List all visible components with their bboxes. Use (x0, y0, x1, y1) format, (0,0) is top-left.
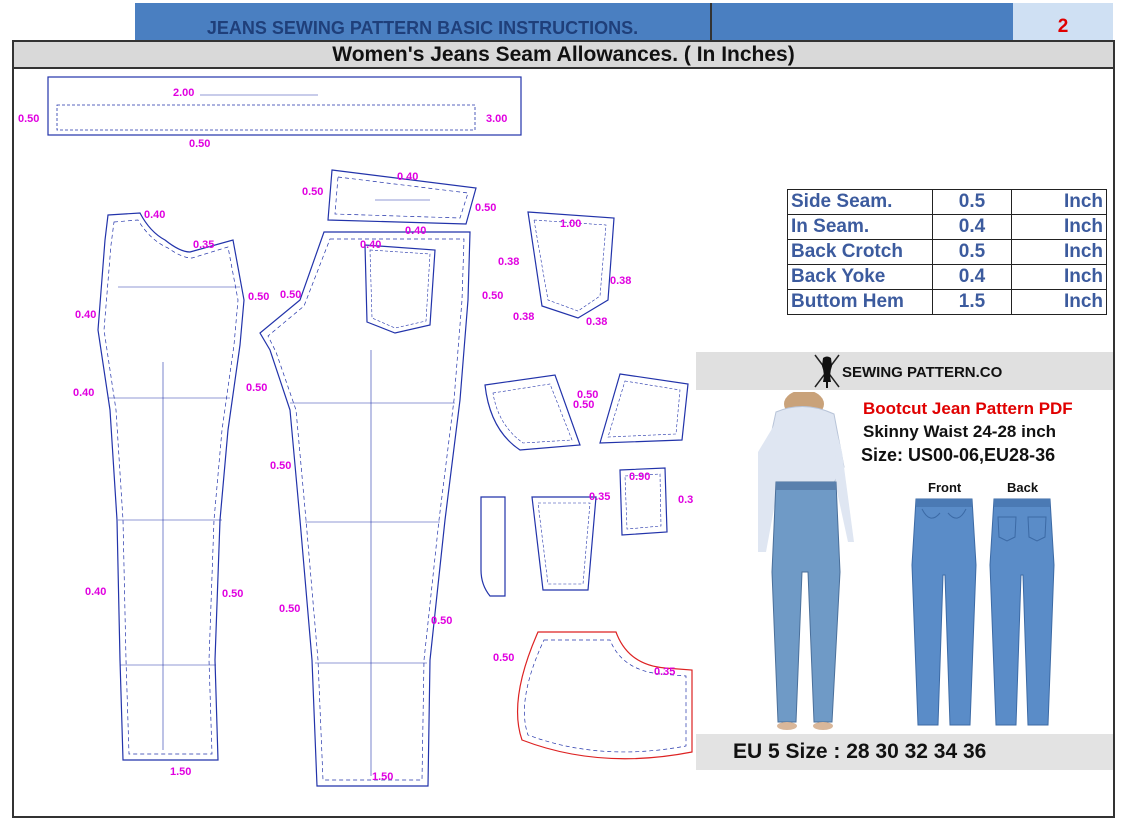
label: 0.50 (189, 138, 210, 150)
label: 0.40 (397, 171, 418, 183)
label: 0.40 (85, 586, 106, 598)
label: 0.35 (589, 491, 610, 503)
label: 2.00 (173, 87, 194, 99)
front-leg-piece (97, 212, 245, 761)
ad-line-size: Size: US00-06,EU28-36 (861, 445, 1056, 465)
label: 0.40 (144, 209, 165, 221)
label: 0.40 (405, 225, 426, 237)
label: 1.50 (372, 771, 393, 783)
header-title: JEANS SEWING PATTERN BASIC INSTRUCTIONS. (135, 3, 710, 40)
waistband-piece (47, 76, 522, 136)
label: 0.50 (280, 289, 301, 301)
pocket-bag-piece (517, 631, 693, 760)
label: 0.50 (482, 290, 503, 302)
label: 0.50 (302, 186, 323, 198)
fly-shield-piece (531, 496, 597, 591)
coin-pocket-piece (619, 467, 668, 536)
label: 0.38 (586, 316, 607, 328)
label: 0.50 (475, 202, 496, 214)
label: 0.40 (360, 239, 381, 251)
label: 0.38 (610, 275, 631, 287)
label: 0.50 (248, 291, 269, 303)
ad-size-range: EU 5 Size : 28 30 32 34 36 (696, 734, 1113, 770)
table-row: Back Crotch 0.5 Inch (787, 239, 1107, 265)
page-subtitle: Women's Jeans Seam Allowances. ( In Inch… (14, 42, 1113, 69)
content-frame (12, 40, 1115, 818)
dress-form-icon (814, 354, 840, 388)
front-view-label: Front (928, 480, 962, 495)
jeans-back-illustration (989, 498, 1055, 726)
back-yoke-piece (327, 169, 477, 225)
label: 0.50 (431, 615, 452, 627)
table-row: In Seam. 0.4 Inch (787, 214, 1107, 240)
label: 3.00 (486, 113, 507, 125)
pocket-facing-left (484, 374, 581, 451)
label: 0.50 (222, 588, 243, 600)
ad-line-waist: Skinny Waist 24-28 inch (863, 422, 1057, 441)
table-row: Buttom Hem 1.5 Inch (787, 289, 1107, 315)
back-view-label: Back (1007, 480, 1039, 495)
page-number: 2 (1013, 3, 1113, 40)
label: 0.3 (678, 494, 693, 506)
back-pocket-piece (527, 211, 615, 319)
seam-allowance-table: Side Seam. 0.5 Inch In Seam. 0.4 Inch Ba… (787, 189, 1107, 315)
jeans-front-illustration (911, 498, 977, 726)
label: 0.50 (279, 603, 300, 615)
table-row: Side Seam. 0.5 Inch (787, 189, 1107, 215)
label: 0.50 (246, 382, 267, 394)
model-photo (758, 392, 854, 730)
brand-name: SEWING PATTERN.CO (842, 364, 1003, 381)
label: 0.38 (513, 311, 534, 323)
label: 0.40 (73, 387, 94, 399)
label: 1.00 (560, 218, 581, 230)
product-ad: SEWING PATTERN.CO Bootcut Jean Pattern P… (696, 352, 1113, 770)
back-leg-piece (259, 231, 471, 787)
label: 0.38 (498, 256, 519, 268)
label: 0.35 (654, 666, 675, 678)
label: 0.40 (75, 309, 96, 321)
label: 0.50 (18, 113, 39, 125)
label: 1.50 (170, 766, 191, 778)
header-spacer (710, 3, 1015, 40)
pocket-facing-right (599, 373, 689, 444)
label: 0.90 (629, 471, 650, 483)
fly-piece (480, 496, 506, 597)
label: 0.35 (193, 239, 214, 251)
table-row: Back Yoke 0.4 Inch (787, 264, 1107, 290)
ad-brand-bar: SEWING PATTERN.CO (696, 352, 1113, 390)
ad-line-product: Bootcut Jean Pattern PDF (863, 399, 1073, 418)
label: 0.50 (577, 389, 598, 401)
label: 0.50 (270, 460, 291, 472)
label: 0.50 (493, 652, 514, 664)
label: 0.50 (573, 399, 594, 411)
